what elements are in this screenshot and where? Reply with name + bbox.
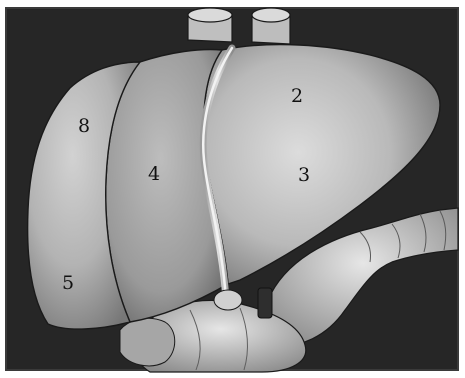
segment-label-4: 4 (148, 163, 160, 185)
segment-label-2: 2 (291, 85, 303, 107)
segment-label-8: 8 (78, 115, 90, 137)
duct-bulb (214, 290, 242, 310)
segment-label-5: 5 (62, 272, 74, 294)
segment-label-3: 3 (298, 164, 310, 186)
